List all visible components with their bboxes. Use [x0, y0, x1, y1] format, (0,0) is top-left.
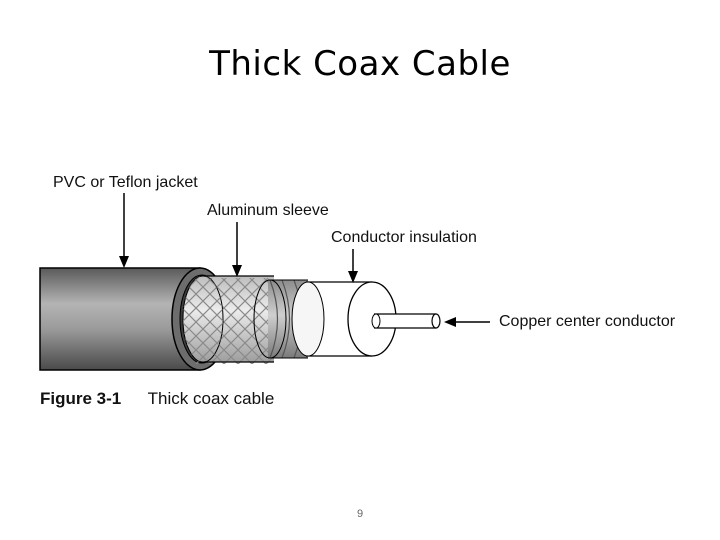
- conductor-insulation: [291, 281, 397, 357]
- copper-arrow: [444, 317, 490, 327]
- sleeve-arrow: [232, 222, 242, 277]
- figure-number: Figure 3-1: [40, 389, 122, 408]
- sleeve-label: Aluminum sleeve: [207, 202, 329, 219]
- insulation-label: Conductor insulation: [331, 229, 477, 246]
- jacket-label: PVC or Teflon jacket: [53, 174, 198, 191]
- copper-label: Copper center conductor: [499, 313, 676, 330]
- insulation-arrow: [348, 249, 358, 283]
- page-number: 9: [356, 508, 364, 520]
- figure-caption: Figure 3-1 Thick coax cable: [40, 389, 274, 409]
- figure-caption-text: Thick coax cable: [147, 389, 275, 408]
- aluminum-sleeve: [182, 275, 274, 364]
- copper-conductor: [371, 313, 441, 329]
- jacket-arrow: [119, 193, 129, 268]
- slide-title: Thick Coax Cable: [209, 44, 511, 84]
